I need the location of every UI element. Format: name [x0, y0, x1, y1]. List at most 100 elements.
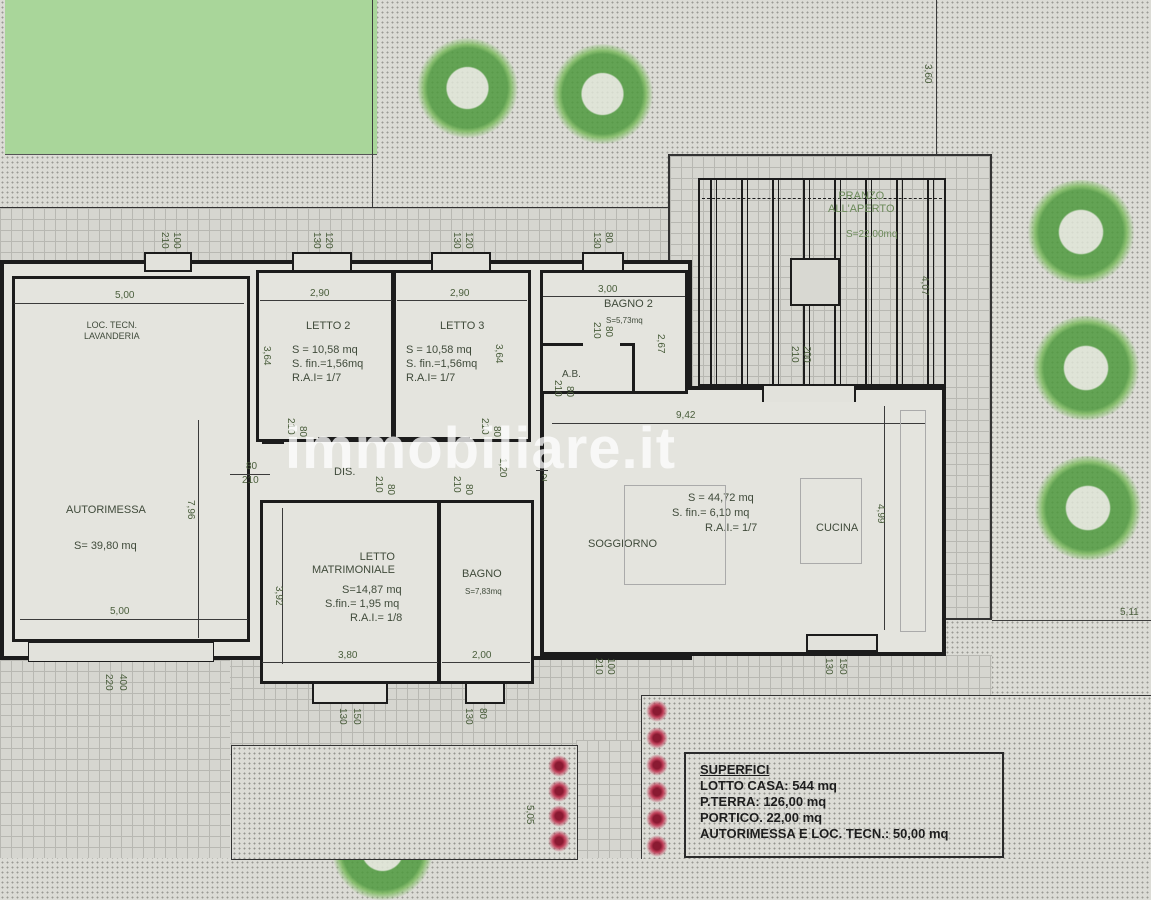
room-letto-matrimoniale: [260, 500, 440, 684]
flower-icon: [646, 754, 668, 776]
window-dim: 130: [311, 232, 322, 249]
window-bagno2: [582, 252, 624, 272]
room-letto2: [256, 270, 394, 442]
door-dim: 80: [385, 484, 396, 496]
dim-soggiorno-height: 4,99: [875, 504, 886, 524]
flower-icon: [646, 808, 668, 830]
lawn-area: [5, 0, 377, 155]
garage-door: [28, 642, 214, 662]
window-letto2: [292, 252, 352, 272]
window-dim: 150: [837, 658, 848, 675]
dim-matrimoniale-width: 3,80: [338, 650, 358, 661]
room-area-bagno: S=7,83mq: [465, 587, 502, 596]
window-bagno: [465, 682, 505, 704]
door-dim: 80: [463, 484, 474, 496]
dim-bagno2-width: 3,00: [598, 284, 618, 295]
site-dim-top-right: 3,60: [922, 64, 933, 84]
dim-letto3-width: 2,90: [450, 288, 470, 299]
dim-line: [260, 300, 392, 301]
dim-pranzo-height: 4,07: [919, 276, 930, 296]
dim-line: [543, 296, 685, 297]
flower-icon: [548, 830, 570, 852]
door-dim: 80: [564, 386, 575, 398]
garage-door-dim: 220: [103, 674, 114, 691]
kitchen-counter-icon: [900, 410, 926, 632]
door-dim-left-top: 80: [246, 461, 258, 472]
flower-icon: [646, 727, 668, 749]
garden-bed-bottom: [231, 745, 578, 860]
pergola-beam: [702, 198, 942, 199]
window-dim: 130: [823, 658, 834, 675]
dim-matrimoniale-height: 3,92: [273, 586, 284, 606]
dim-soggiorno-width: 9,42: [676, 410, 696, 421]
sofa-icon: [624, 485, 726, 585]
room-letto3: [393, 270, 531, 442]
dim-autorimessa-width: 5,00: [110, 606, 130, 617]
site-dim-line: [992, 620, 1151, 621]
room-label-soggiorno: SOGGIORNO: [588, 538, 658, 550]
window-dim: 120: [463, 232, 474, 249]
room-label-dis: DIS.: [334, 466, 356, 478]
dim-line: [282, 508, 283, 664]
garage-door-dim: 400: [117, 674, 128, 691]
room-rai-matrimoniale: R.A.I.= 1/8: [350, 612, 403, 624]
room-area-autorimessa: S= 39,80 mq: [74, 540, 137, 552]
wall-ab: [632, 343, 635, 391]
tree-icon: [1030, 316, 1142, 420]
flower-icon: [646, 835, 668, 857]
door-dim: 210: [552, 380, 563, 397]
legend-line: LOTTO CASA: 544 mq: [700, 778, 838, 793]
window-dim: 80: [603, 232, 614, 244]
room-soggiorno-cucina: [548, 402, 930, 634]
room-area-soggiorno: S = 44,72 mq: [688, 492, 754, 504]
window-dim: 210: [159, 232, 170, 249]
window-dim: 150: [351, 708, 362, 725]
site-dim-right: 5,11: [1120, 607, 1139, 618]
room-label-autorimessa: AUTORIMESSA: [66, 504, 146, 516]
room-label-letto2: LETTO 2: [306, 320, 351, 332]
legend-title: SUPERFICI: [700, 762, 770, 777]
dim-loc-tecn-width: 5,00: [115, 290, 135, 301]
paving-left-bottom: [0, 660, 230, 858]
tree-icon: [1032, 456, 1144, 560]
legend-line: P.TERRA: 126,00 mq: [700, 794, 827, 809]
kitchen-table-icon: [800, 478, 862, 564]
window-soggiorno: [806, 634, 878, 652]
room-label-letto3: LETTO 3: [440, 320, 485, 332]
room-label-ab: A.B.: [562, 369, 581, 380]
flower-icon: [548, 755, 570, 777]
room-label-bagno: BAGNO: [462, 568, 502, 580]
room-sfin-letto3: S. fin.=1,56mq: [406, 358, 478, 370]
room-autorimessa: [12, 276, 250, 642]
paving-strip: [576, 740, 642, 858]
tree-icon: [415, 38, 520, 138]
dim-letto2-width: 2,90: [310, 288, 330, 299]
entrance-door-dim: 100: [605, 658, 616, 675]
window-dim: 130: [463, 708, 474, 725]
room-rai-soggiorno: R.A.I.= 1/7: [705, 522, 758, 534]
legend-line: AUTORIMESSA E LOC. TECN.: 50,00 mq: [700, 826, 949, 841]
watermark: immobiliare.it: [285, 416, 677, 481]
room-rai-letto3: R.A.I= 1/7: [406, 372, 456, 384]
property-line-right: [936, 0, 937, 154]
dim-line: [552, 423, 926, 424]
window-dim: 130: [591, 232, 602, 249]
door-dim: 80: [603, 326, 614, 338]
dim-autorimessa-height: 7,96: [185, 500, 196, 520]
dim-line: [14, 303, 244, 304]
room-sfin-soggiorno: S. fin.= 6,10 mq: [672, 507, 750, 519]
dim-fraction-line: [230, 474, 270, 475]
window-loc-tecn: [144, 252, 192, 272]
entrance-door-dim: 210: [593, 658, 604, 675]
door-dim: 200: [801, 346, 812, 363]
door-dim-left-bottom: 210: [242, 475, 259, 486]
window-letto3: [431, 252, 491, 272]
door-pranzo: [762, 384, 856, 404]
surfaces-legend: SUPERFICI LOTTO CASA: 544 mq P.TERRA: 12…: [684, 752, 1004, 858]
tree-icon: [550, 44, 655, 144]
dim-letto2-height: 3,64: [261, 346, 272, 366]
wall-dis: [318, 437, 470, 441]
legend-line: PORTICO. 22,00 mq: [700, 810, 823, 825]
